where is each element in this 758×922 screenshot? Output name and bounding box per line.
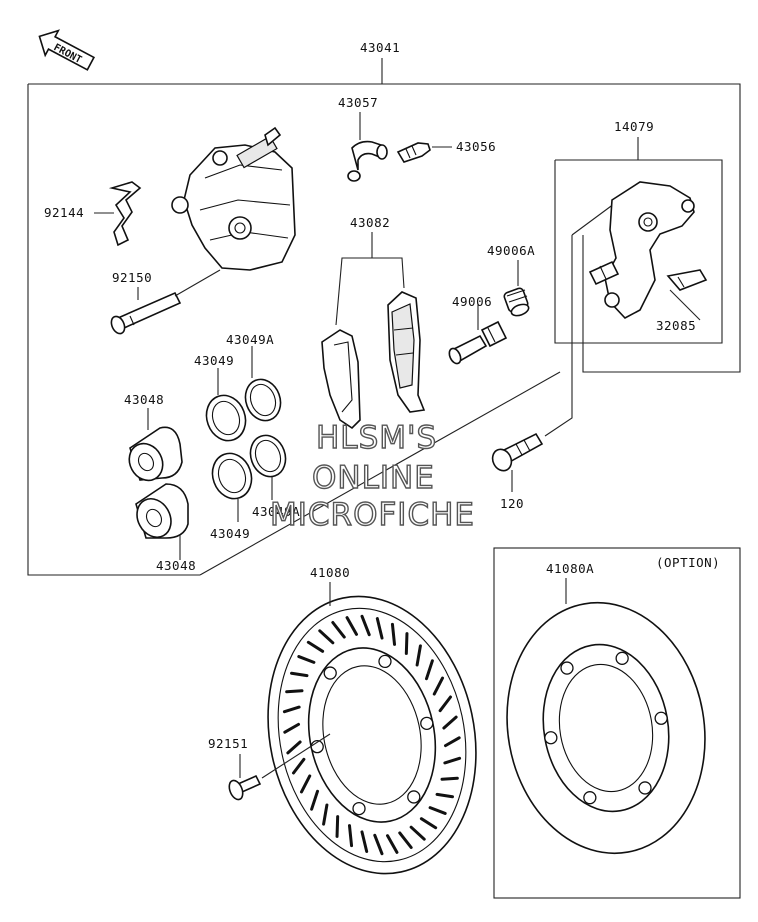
brake-disc-option [506, 578, 706, 855]
disc-slot [286, 740, 302, 755]
disc-slot [291, 757, 306, 775]
caliper-body [171, 126, 296, 271]
disc-slot [285, 689, 304, 694]
piston-lower [135, 483, 189, 560]
disc-bolt-hole [583, 791, 597, 805]
slide-pin [448, 304, 508, 365]
label-92150: 92150 [112, 270, 152, 285]
disc-slot [409, 825, 426, 841]
watermark-line-3: MICROFICHE [270, 497, 475, 533]
caliper-bracket [588, 181, 695, 319]
label-14079: 14079 [614, 119, 654, 134]
label-41080: 41080 [310, 565, 350, 580]
disc-bolt-hole [407, 790, 421, 804]
label-120: 120 [500, 496, 524, 511]
disc-slot [440, 776, 459, 781]
pad-pin [110, 269, 221, 335]
disc-slot [322, 803, 329, 826]
disc-slot [283, 722, 301, 734]
disc-bolt-hole [615, 651, 629, 665]
option-label: (OPTION) [656, 555, 720, 570]
disc-slot [306, 640, 325, 653]
disc-slot [404, 632, 409, 655]
disc-slot [282, 705, 301, 714]
bleeder-valve [396, 142, 452, 163]
disc-slot [318, 629, 335, 645]
disc-screw [228, 733, 331, 801]
disc-slot [398, 831, 413, 849]
pin-boot [503, 260, 530, 317]
bleeder-cap [347, 112, 388, 182]
label-43049-top: 43049 [194, 353, 234, 368]
disc-slot [373, 833, 384, 856]
piston-seals-lower [211, 434, 287, 522]
disc-bolt-hole [378, 654, 392, 669]
disc-slot [347, 824, 354, 848]
disc-bolt-hole [323, 666, 337, 680]
disc-bolt-hole [544, 731, 558, 745]
label-43048-top: 43048 [124, 392, 164, 407]
disc-slot [419, 817, 438, 830]
disc-slot [310, 789, 319, 811]
label-43041: 43041 [360, 40, 400, 55]
label-49006: 49006 [452, 294, 492, 309]
label-43056: 43056 [456, 139, 496, 154]
disc-slot [432, 676, 445, 696]
piston-upper [128, 408, 183, 482]
disc-slot [386, 834, 399, 854]
label-43057: 43057 [338, 95, 378, 110]
label-92144: 92144 [44, 205, 84, 220]
disc-slot [335, 815, 340, 838]
disc-slot [443, 756, 462, 765]
disc-slot [425, 659, 434, 681]
disc-slot [442, 715, 458, 730]
label-43048-bottom: 43048 [156, 558, 196, 573]
label-49006A: 49006A [487, 243, 535, 258]
disc-slot [438, 695, 453, 713]
disc-slot [297, 655, 316, 664]
pad-spring-clip [94, 181, 142, 247]
label-43049A-top: 43049A [226, 332, 274, 347]
brake-disc [267, 582, 477, 875]
label-92151: 92151 [208, 736, 248, 751]
disc-slot [443, 736, 461, 748]
disc-slot [331, 621, 346, 639]
label-43049-bottom: 43049 [210, 526, 250, 541]
watermark: HLSM'S ONLINE MICROFICHE [269, 419, 475, 533]
disc-slot [299, 774, 312, 794]
disc-slot [428, 806, 447, 815]
disc-slot [360, 614, 371, 637]
disc-slot [360, 830, 369, 853]
disc-slot [345, 616, 358, 636]
disc-slot [390, 622, 397, 646]
bracket-bolt [491, 235, 573, 492]
label-43082: 43082 [350, 215, 390, 230]
disc-slot [435, 792, 454, 799]
bracket-clip [666, 269, 708, 321]
watermark-line-2: ONLINE [312, 460, 435, 496]
disc-bolt-hole [638, 781, 652, 795]
label-32085: 32085 [656, 318, 696, 333]
disc-bolt-hole [654, 711, 668, 725]
disc-slot [415, 644, 422, 667]
disc-bolt-hole [352, 801, 366, 816]
label-43049A-bottom: 43049A [252, 504, 300, 519]
disc-bolt-hole [560, 661, 574, 675]
watermark-line-1: HLSM'S [316, 420, 437, 456]
front-arrow-icon: FRONT [38, 29, 96, 71]
brake-pads [321, 232, 426, 430]
disc-bolt-hole [420, 716, 434, 731]
disc-slot [290, 671, 309, 678]
label-41080A: 41080A [546, 561, 594, 576]
option-box [493, 547, 741, 899]
caliper-assembly-frame [27, 58, 741, 576]
disc-slot [375, 617, 384, 640]
piston-seals-upper [205, 346, 282, 442]
